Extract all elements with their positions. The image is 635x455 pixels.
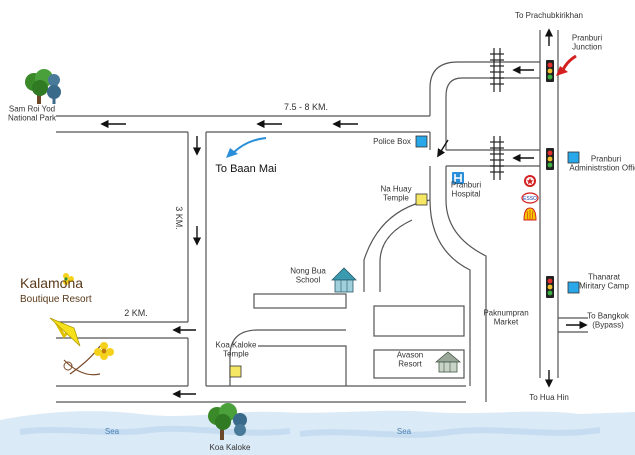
- admin-office-marker: [567, 151, 580, 164]
- traffic-light-icon: [546, 60, 554, 82]
- block-top-left: [253, 293, 347, 309]
- sea-label-left: Sea: [105, 427, 120, 436]
- sea-area: [0, 410, 635, 455]
- block-curve-left: [229, 329, 346, 386]
- block-top-right: [373, 305, 465, 337]
- resort-pointer-arrowhead: [49, 317, 81, 347]
- curve-road-east-a: [429, 166, 471, 386]
- direction-arrows: [100, 28, 588, 399]
- traffic-light-icon: [546, 148, 554, 170]
- traffic-light-icon: [546, 276, 554, 298]
- block-lower-right: [373, 349, 465, 379]
- military-camp-marker: [567, 281, 580, 294]
- baan-mai-arrow: [231, 137, 267, 155]
- curve-road-west-b: [379, 219, 413, 292]
- koa-kaloke-label: Koa Kaloke: [210, 443, 251, 452]
- railway-track-icon: [490, 48, 504, 92]
- shell-logo: [523, 207, 537, 221]
- texaco-logo: [524, 175, 536, 187]
- tree-icon: [208, 403, 247, 440]
- curve-road-east-b: [445, 166, 487, 402]
- koa-kaloke-temple-marker: [229, 365, 242, 378]
- flower-icon: [63, 342, 114, 376]
- distance-lower-label: 2 KM.: [124, 308, 148, 318]
- resort-house-icon: [434, 351, 462, 373]
- sea-label-right: Sea: [397, 427, 412, 436]
- na-huay-temple-marker: [415, 193, 428, 206]
- destination-south-label: To Hua Hin: [529, 393, 569, 402]
- tree-icon: [25, 69, 61, 104]
- hospital-h-icon: [452, 172, 464, 184]
- curve-road-west-a: [363, 199, 431, 292]
- junction-road-outer: [429, 61, 540, 116]
- destination-bypass-label: To Bangkok(Bypass): [587, 312, 630, 330]
- block-lower-left: [258, 345, 347, 386]
- police-box-marker: [415, 135, 428, 148]
- junction-road-inner: [445, 77, 540, 132]
- esso-logo: ESSO: [521, 192, 539, 204]
- destination-north-label: To Prachubkirikhan: [515, 11, 583, 20]
- school-house-icon: [331, 267, 357, 293]
- road-network: [56, 30, 588, 403]
- resort-name: Kalamona: [20, 275, 83, 291]
- resort-logo-flower-icon: [63, 273, 74, 285]
- police-box-label: Police Box: [373, 137, 411, 146]
- svg-text:ESSO: ESSO: [523, 196, 537, 202]
- baan-mai-label: To Baan Mai: [215, 163, 276, 175]
- distance-side-label: 3 KM.: [174, 206, 184, 230]
- resort-subtitle: Boutique Resort: [20, 294, 92, 305]
- distance-top-label: 7.5 - 8 KM.: [284, 102, 328, 112]
- arrow-hospital-curve: [437, 139, 449, 158]
- baan-mai-arrowhead: [226, 148, 238, 158]
- railway-track-icon: [490, 136, 504, 180]
